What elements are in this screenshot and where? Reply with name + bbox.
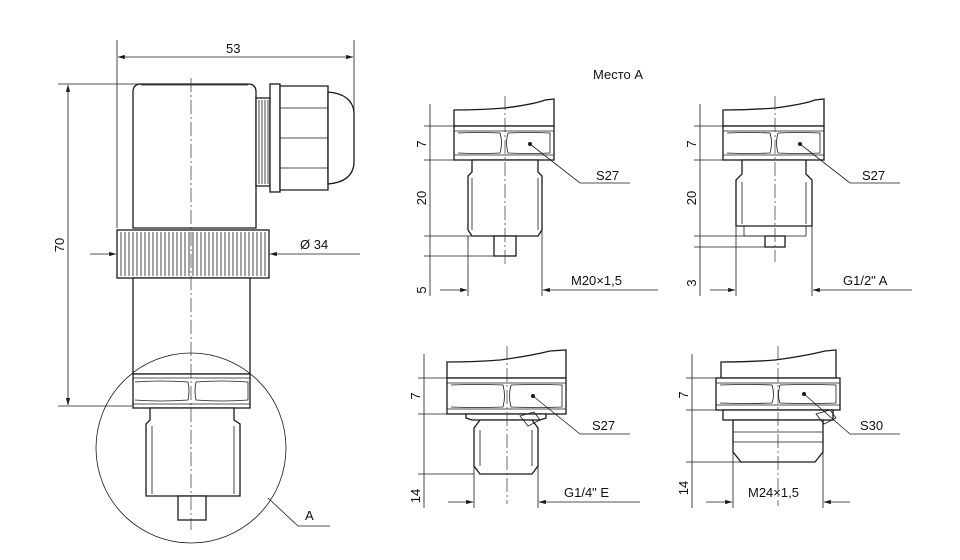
hex-height-2: 7	[684, 140, 699, 147]
thread-length-1: 20	[414, 191, 429, 205]
detail-title: Место А	[593, 67, 643, 82]
wrench-size-1: S27	[596, 168, 619, 183]
cable-gland	[255, 83, 355, 193]
detail-a-circle	[95, 352, 287, 544]
sensor-housing	[132, 83, 257, 229]
wrench-size-4: S30	[860, 418, 883, 433]
hex-height-4: 7	[676, 391, 691, 398]
thread-size-1: M20×1,5	[571, 273, 622, 288]
thread-size-2: G1/2" A	[843, 273, 888, 288]
thread-size-3: G1/4" E	[564, 485, 609, 500]
thread-size-4: M24×1,5	[748, 485, 799, 500]
tip-length-2: 3	[684, 279, 699, 286]
width-dimension: 53	[226, 41, 240, 56]
detail-variant-g14: S27 7 14 G1/4" E	[408, 346, 640, 508]
thread-length-3: 14	[408, 489, 423, 503]
detail-variant-m20: S27 7 20 5 M20×1,5	[414, 96, 658, 296]
hex-height-3: 7	[408, 392, 423, 399]
detail-label: A	[305, 508, 314, 523]
thread-length-2: 20	[684, 191, 699, 205]
hex-nut	[132, 373, 251, 409]
detail-variant-m24: S30 7 14 M24×1,5	[676, 346, 900, 508]
hex-height-1: 7	[414, 140, 429, 147]
main-sensor-view: A 53 70 Ø 34	[52, 40, 360, 544]
thread-length-4: 14	[676, 481, 691, 495]
diameter-dimension: Ø 34	[300, 237, 328, 252]
wrench-size-3: S27	[592, 418, 615, 433]
sensor-neck	[132, 277, 251, 375]
wrench-size-2: S27	[862, 168, 885, 183]
main-thread	[145, 407, 241, 521]
detail-variant-g12: S27 7 20 3 G1/2" A	[684, 96, 912, 296]
tip-length-1: 5	[414, 286, 429, 293]
knurl-lines	[120, 232, 266, 276]
height-dimension: 70	[52, 238, 67, 252]
